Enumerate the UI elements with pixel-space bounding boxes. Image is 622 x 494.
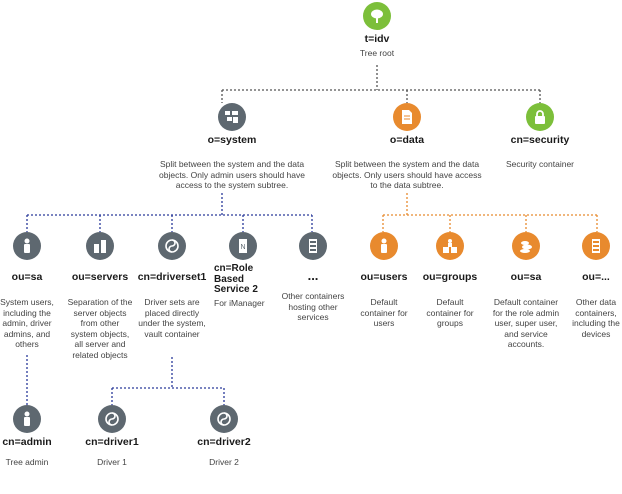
node-desc: Split between the system and the data ob… (159, 159, 305, 190)
node-name: o=data (389, 134, 425, 146)
role-service-icon: N (229, 232, 257, 260)
user-icon (370, 232, 398, 260)
admin-node[interactable]: cn=admin Tree admin (0, 405, 54, 468)
driver-icon (210, 405, 238, 433)
node-name: cn=Role Based Service 2 (214, 263, 258, 295)
system-child-other[interactable]: ... Other containers hosting other servi… (277, 232, 349, 323)
node-desc: Driver sets are placed directly under th… (138, 297, 206, 339)
node-name: cn=admin (2, 436, 52, 448)
node-desc: Separation of the server objects from ot… (67, 297, 133, 360)
container-icon (582, 232, 610, 260)
node-desc: Default container for groups (426, 297, 474, 328)
node-desc: Tree root (359, 48, 395, 58)
security-node[interactable]: cn=security Security container (505, 103, 575, 170)
node-name: ou=sa (510, 271, 542, 283)
document-icon (393, 103, 421, 131)
driver1-node[interactable]: cn=driver1 Driver 1 (82, 405, 142, 468)
data-child-sa[interactable]: ou=sa Default container for the role adm… (490, 232, 562, 350)
node-name: cn=driver1 (85, 436, 139, 448)
node-name: ou=... (582, 271, 610, 283)
node-name: cn=security (510, 134, 570, 146)
node-name: ou=groups (422, 271, 478, 283)
system-icon (218, 103, 246, 131)
system-child-sa[interactable]: ou=sa System users, including the admin,… (0, 232, 54, 350)
node-desc: Default container for users (360, 297, 408, 328)
data-node[interactable]: o=data Split between the system and the … (332, 103, 482, 191)
node-desc: Driver 2 (209, 457, 239, 467)
system-child-driverset[interactable]: cn=driverset1 Driver sets are placed dir… (136, 232, 208, 339)
driver-icon (98, 405, 126, 433)
servers-icon (86, 232, 114, 260)
data-child-users[interactable]: ou=users Default container for users (355, 232, 413, 329)
node-desc: Tree admin (5, 457, 49, 467)
node-desc: For iManager (214, 297, 265, 308)
driver2-node[interactable]: cn=driver2 Driver 2 (194, 405, 254, 468)
svg-text:N: N (240, 244, 245, 251)
tree-root-node[interactable]: t=idv Tree root (337, 2, 417, 59)
user-icon (13, 405, 41, 433)
system-child-servers[interactable]: ou=servers Separation of the server obje… (67, 232, 133, 360)
node-desc: System users, including the admin, drive… (0, 297, 54, 349)
container-icon (299, 232, 327, 260)
system-node[interactable]: o=system Split between the system and th… (157, 103, 307, 191)
node-name: cn=driverset1 (137, 271, 207, 283)
system-child-role-service[interactable]: N cn=Role Based Service 2 For iManager (214, 232, 272, 308)
node-desc: Driver 1 (97, 457, 127, 467)
node-desc: Split between the system and the data ob… (332, 159, 482, 190)
service-accounts-icon (512, 232, 540, 260)
node-name: ou=servers (71, 271, 129, 283)
node-name: ou=sa (11, 271, 43, 283)
lock-icon (526, 103, 554, 131)
node-name: o=system (207, 134, 257, 146)
node-name: t=idv (364, 33, 390, 45)
node-name: ... (307, 268, 319, 283)
node-desc: Default container for the role admin use… (492, 297, 560, 349)
tree-icon (363, 2, 391, 30)
node-name: ou=users (360, 271, 408, 283)
data-child-groups[interactable]: ou=groups Default container for groups (420, 232, 480, 329)
node-desc: Security container (505, 159, 575, 169)
groups-icon (436, 232, 464, 260)
node-name: cn=driver2 (197, 436, 251, 448)
node-desc: Other data containers, including the dev… (572, 297, 620, 339)
data-child-other[interactable]: ou=... Other data containers, including … (570, 232, 622, 339)
user-icon (13, 232, 41, 260)
driverset-icon (158, 232, 186, 260)
node-desc: Other containers hosting other services (281, 291, 345, 322)
